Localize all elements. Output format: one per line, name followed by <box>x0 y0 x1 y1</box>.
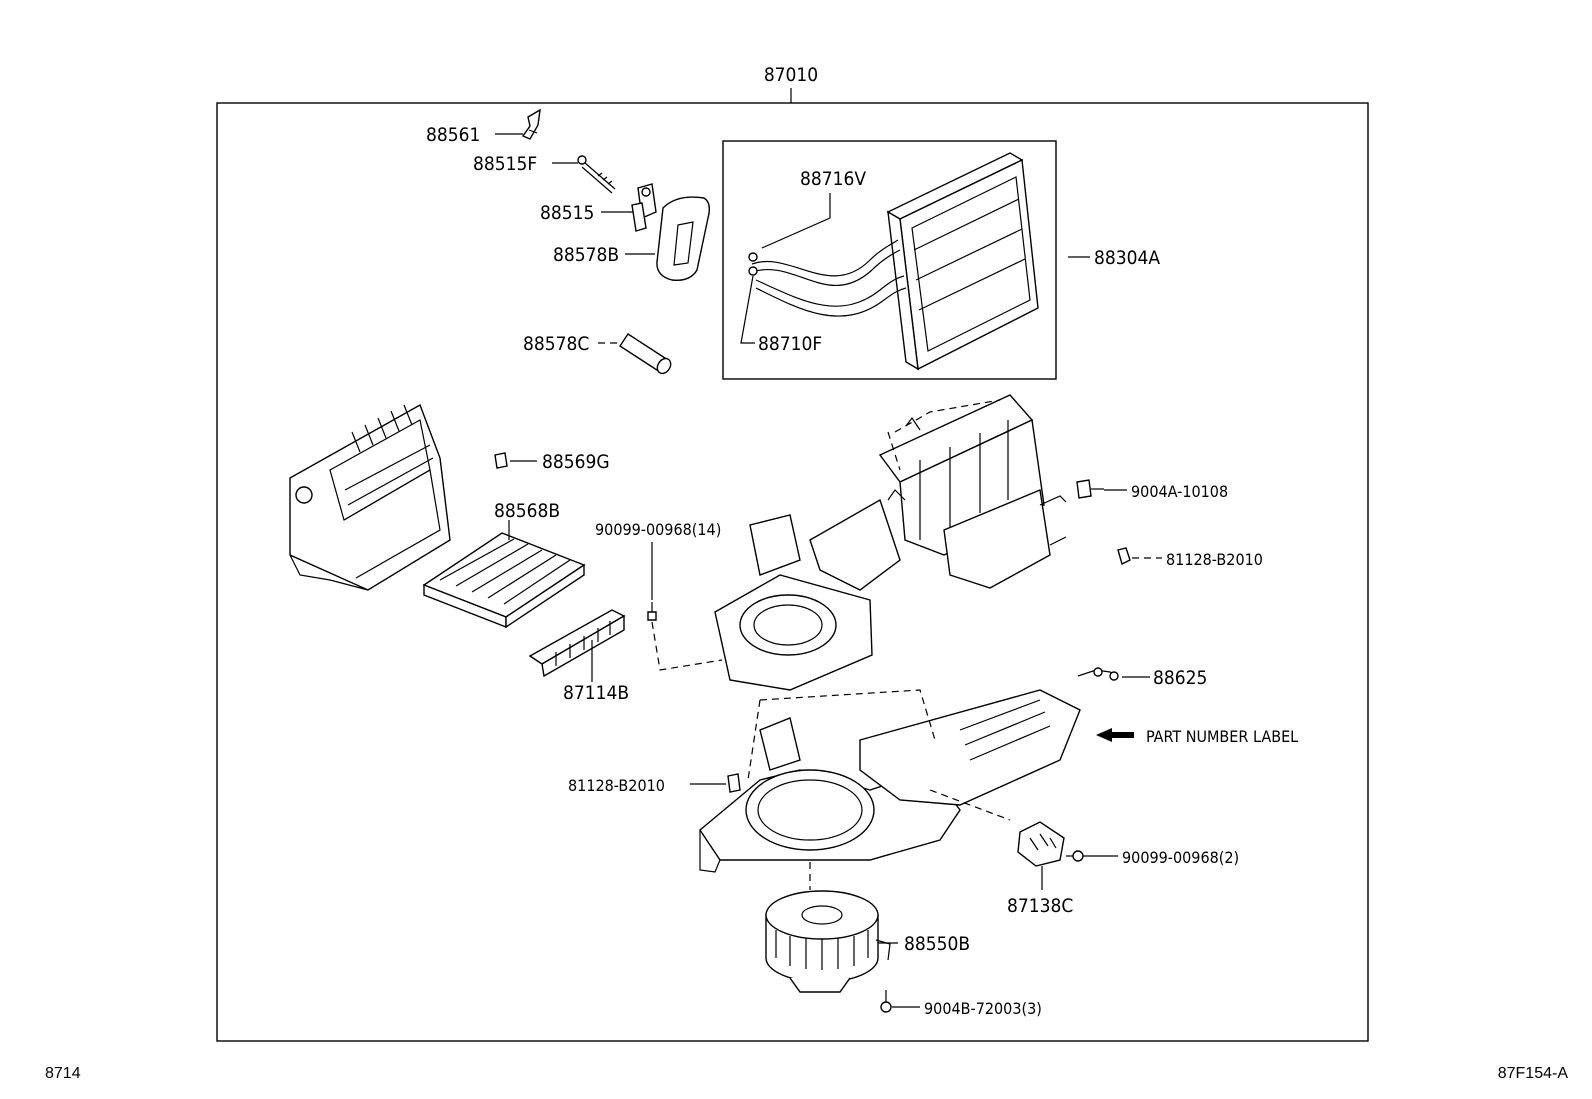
resistor-87138C <box>1017 821 1065 867</box>
callout-88304A: 88304A <box>1094 247 1160 269</box>
callout-90099-00968-2: 90099-00968(2) <box>1122 848 1239 867</box>
upper-housing <box>714 394 1067 691</box>
callout-81128-B2010-left: 81128-B2010 <box>568 776 665 795</box>
clip-81128-B2010-left <box>727 773 741 793</box>
bolt-88515F <box>577 155 616 194</box>
callout-88578C: 88578C <box>523 333 589 355</box>
connector-88625 <box>1077 667 1119 681</box>
cabin-filter-88568B <box>422 532 586 629</box>
sleeve-88578C <box>619 333 672 375</box>
callout-88578B: 88578B <box>553 244 619 266</box>
intake-housing <box>289 403 451 591</box>
screw-90099-00968-14 <box>647 602 657 621</box>
callout-9004A-10108: 9004A-10108 <box>1131 482 1228 501</box>
callout-81128-B2010-right: 81128-B2010 <box>1166 550 1263 569</box>
assembly-number: 87010 <box>764 64 818 86</box>
callout-88716V: 88716V <box>800 168 866 190</box>
callout-88569G: 88569G <box>542 451 610 473</box>
gasket-88578B <box>656 196 711 281</box>
footer-right: 87F154-A <box>1498 1065 1569 1082</box>
bolt-9004A-10108 <box>1076 479 1104 499</box>
evaporator-88304A <box>748 152 1039 371</box>
callout-9004B-72003-3: 9004B-72003(3) <box>924 999 1042 1018</box>
callout-87114B: 87114B <box>563 682 629 704</box>
callout-87138C: 87138C <box>1007 895 1073 917</box>
callout-88568B: 88568B <box>494 500 560 522</box>
clip-88561 <box>521 108 541 140</box>
footer-left: 8714 <box>45 1065 81 1082</box>
lower-blower-case <box>699 689 1081 873</box>
assembly-frame <box>216 102 1369 1042</box>
part-number-label-arrow <box>1096 728 1134 742</box>
callout-88561: 88561 <box>426 124 480 146</box>
callout-88625: 88625 <box>1153 667 1207 689</box>
expansion-valve-88515 <box>631 183 657 232</box>
callout-88515F: 88515F <box>473 153 537 175</box>
callout-88550B: 88550B <box>904 933 970 955</box>
callout-90099-00968-14: 90099-00968(14) <box>595 520 721 539</box>
screw-9004B-72003-3 <box>880 990 892 1013</box>
callout-88515: 88515 <box>540 202 594 224</box>
blower-motor-88550B <box>765 890 891 993</box>
clip-81128-B2010-right <box>1117 547 1131 566</box>
evaporator-subframe <box>722 140 1057 380</box>
clip-88569G <box>494 452 508 469</box>
filter-cover-87114B <box>528 609 626 678</box>
part-number-label-text: PART NUMBER LABEL <box>1146 727 1298 746</box>
screw-90099-00968-2 <box>1066 850 1084 862</box>
callout-88710F: 88710F <box>758 333 822 355</box>
